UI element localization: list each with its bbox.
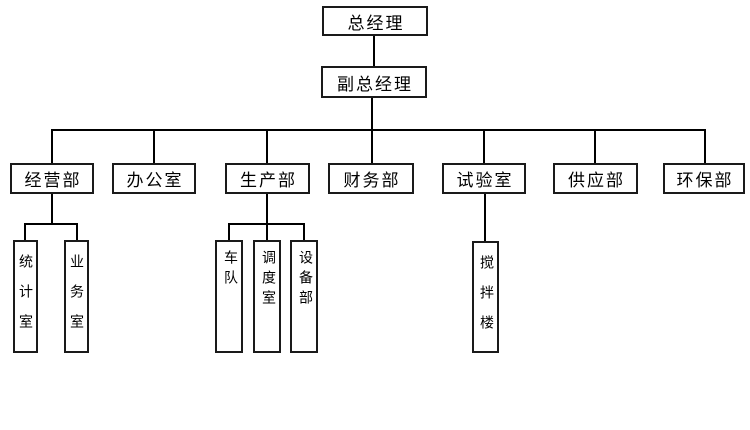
node-environment-dept: 环保部 [663, 163, 745, 194]
connector-drop-dispatch [266, 223, 268, 240]
connector-main-rail [51, 129, 706, 131]
node-statistics-room: 统计室 [13, 240, 38, 353]
node-production-dept: 生产部 [225, 163, 310, 194]
node-dispatch-room: 调度室 [253, 240, 281, 353]
connector-drop-operations [51, 129, 53, 163]
node-mixing-building: 搅拌楼 [472, 241, 499, 353]
connector-operations-stem [51, 194, 53, 223]
connector-drop-laboratory [483, 129, 485, 163]
node-supply-dept: 供应部 [553, 163, 638, 194]
node-laboratory: 试验室 [442, 163, 526, 194]
node-office: 办公室 [112, 163, 196, 194]
connector-production-stem [266, 194, 268, 223]
connector-drop-equipment [303, 223, 305, 240]
node-motor-fleet: 车队 [215, 240, 243, 353]
node-business-room: 业务室 [64, 240, 89, 353]
connector-drop-environment [704, 129, 706, 163]
connector-drop-production [266, 129, 268, 163]
connector-laboratory-stem [484, 194, 486, 241]
connector-drop-supply [594, 129, 596, 163]
connector-drop-fleet [228, 223, 230, 240]
node-equipment-dept: 设备部 [290, 240, 318, 353]
node-finance-dept: 财务部 [328, 163, 414, 194]
node-general-manager: 总经理 [322, 6, 428, 36]
connector-drop-office [153, 129, 155, 163]
connector-operations-rail [24, 223, 78, 225]
connector-drop-statistics [24, 223, 26, 240]
connector-drop-business [76, 223, 78, 240]
node-operations-dept: 经营部 [10, 163, 94, 194]
node-deputy-general-manager: 副总经理 [321, 66, 427, 98]
connector-root-deputy [373, 36, 375, 66]
